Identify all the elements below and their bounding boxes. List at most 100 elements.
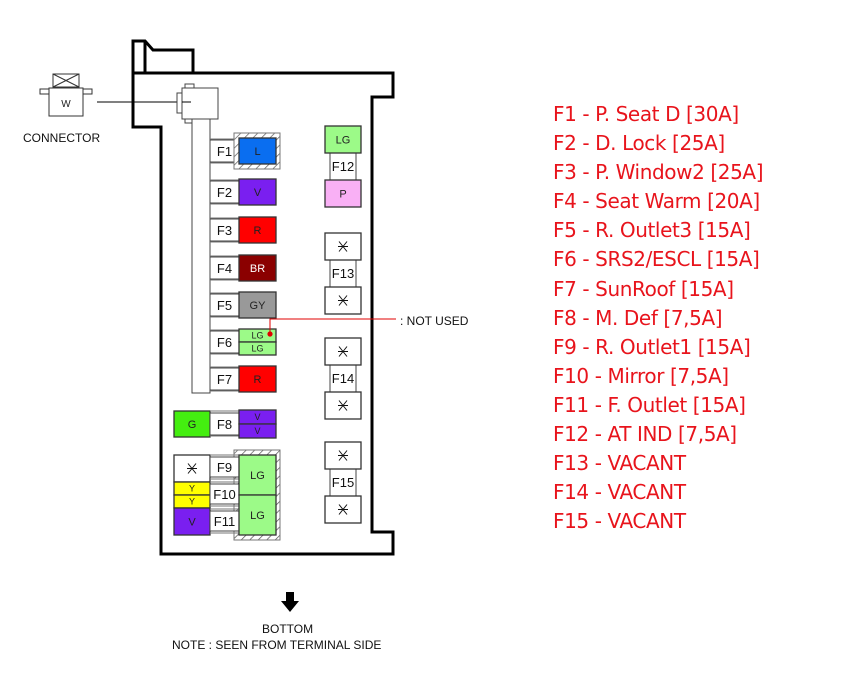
fuse-label: F8 [217,417,232,432]
wire-v: V [238,178,277,206]
connector-code: W [61,99,71,110]
wire-color-code: Y [189,497,195,507]
fuse-label: F12 [332,159,354,174]
legend-item: F3 - P. Window2 [25A] [553,160,764,185]
legend-item: F9 - R. Outlet1 [15A] [553,334,751,359]
legend-item: F14 - VACANT [553,480,686,505]
wire-color-code: R [254,374,262,386]
legend-item: F2 - D. Lock [25A] [553,131,725,156]
wire-vacant [324,391,362,420]
wire-color-box [238,423,277,439]
wire-p: P [324,179,362,208]
fuse-label: F9 [217,460,232,475]
vacant-mark-icon [338,346,348,357]
fuse-f5: F5 GY [209,291,277,319]
wire-color-code: L [254,146,260,158]
legend-item: F15 - VACANT [553,509,686,534]
wire-color-box [173,410,211,438]
vacant-mark-icon [338,450,348,461]
fuse-label: F6 [217,335,232,350]
bus-bar [191,118,211,394]
fuse-f12: F12 LG P [324,125,362,208]
wire-color-code: G [188,419,197,431]
terminal-side-note: NOTE : SEEN FROM TERMINAL SIDE [172,638,382,652]
wire-color-box [238,178,277,206]
fuse-label: F11 [214,514,235,529]
wire-color-code: LG [251,344,263,354]
wire-gy: GY [238,291,277,319]
wire-color-code: LG [251,331,263,341]
fuse-f7: F7 R [209,365,277,393]
fuse-legend: F1 - P. Seat D [30A] F2 - D. Lock [25A] … [553,100,764,536]
wire-color-code: V [188,516,196,528]
fuse-label: F5 [217,298,232,313]
legend-item: F1 - P. Seat D [30A] [553,102,739,126]
legend-item: F7 - SunRoof [15A] [553,276,734,301]
wire-color-box [238,216,277,244]
wire-color-code: Y [189,484,195,494]
fuse-tab [329,258,357,288]
vacant-mark-icon [338,504,348,515]
wire-color-code: R [254,225,262,237]
connector-icon [39,73,93,117]
legend-item: F13 - VACANT [553,451,686,476]
wire-vacant [324,232,362,261]
wire-lg: LG [238,454,277,496]
wire-color-box [324,179,362,208]
legend-item: F12 - AT IND [7,5A] [553,422,737,447]
fuse-label: F13 [332,266,354,281]
vacant-mark-icon [187,463,197,474]
vacant-mark-icon [338,295,348,306]
fuse-label: F2 [217,185,232,200]
fuse-f3: F3 R [209,216,277,244]
wire-color-box [238,137,277,165]
wire-color-code: V [254,426,260,436]
wire-lg: LG [238,494,277,536]
wire-lg: LG [238,328,277,343]
wire-color-box [324,125,362,154]
wire-lg: LG [238,341,277,356]
fuse-label: F3 [217,223,232,238]
wire-color-code: LG [250,470,265,482]
vacant-mark-icon [338,400,348,411]
wire-color-code: V [254,187,262,199]
wire-g: G [173,410,211,438]
wire-v: V [173,507,211,536]
wire-y: Y [173,494,211,509]
fuse-f2: F2 V [209,178,277,206]
wire-color-code: BR [250,263,265,275]
wire-color-box [238,341,277,356]
fuse-label: F7 [217,372,232,387]
connector-label: CONNECTOR [23,131,101,145]
wire-color-code: LG [336,134,351,146]
fuse-label: F10 [213,487,235,502]
wire-lg: LG [324,125,362,154]
wire-color-code: P [339,188,346,200]
fuse-f4: F4 BR [209,254,277,282]
fuse-label: F4 [217,261,232,276]
wire-br: BR [238,254,277,282]
legend-item: F5 - R. Outlet3 [15A] [553,218,751,243]
wire-color-code: V [254,412,260,422]
fuse-tab [329,151,357,181]
wire-color-box [173,507,211,536]
wire-vacant [324,495,362,524]
fuse-tab [329,363,357,393]
not-used-label: : NOT USED [400,314,469,328]
fuse-f13: F13 [324,232,362,315]
fuse-label: F15 [332,475,354,490]
wire-color-box [238,291,277,319]
fuse-f15: F15 [324,441,362,524]
fuse-label: F1 [217,144,232,159]
wire-vacant [324,441,362,470]
fuse-box-outline [131,39,395,556]
wire-vacant [324,286,362,315]
wire-r: R [238,365,277,393]
wire-color-code: LG [250,510,265,522]
fuse-f1: F1 L [209,132,281,170]
vacant-mark-icon [338,241,348,252]
